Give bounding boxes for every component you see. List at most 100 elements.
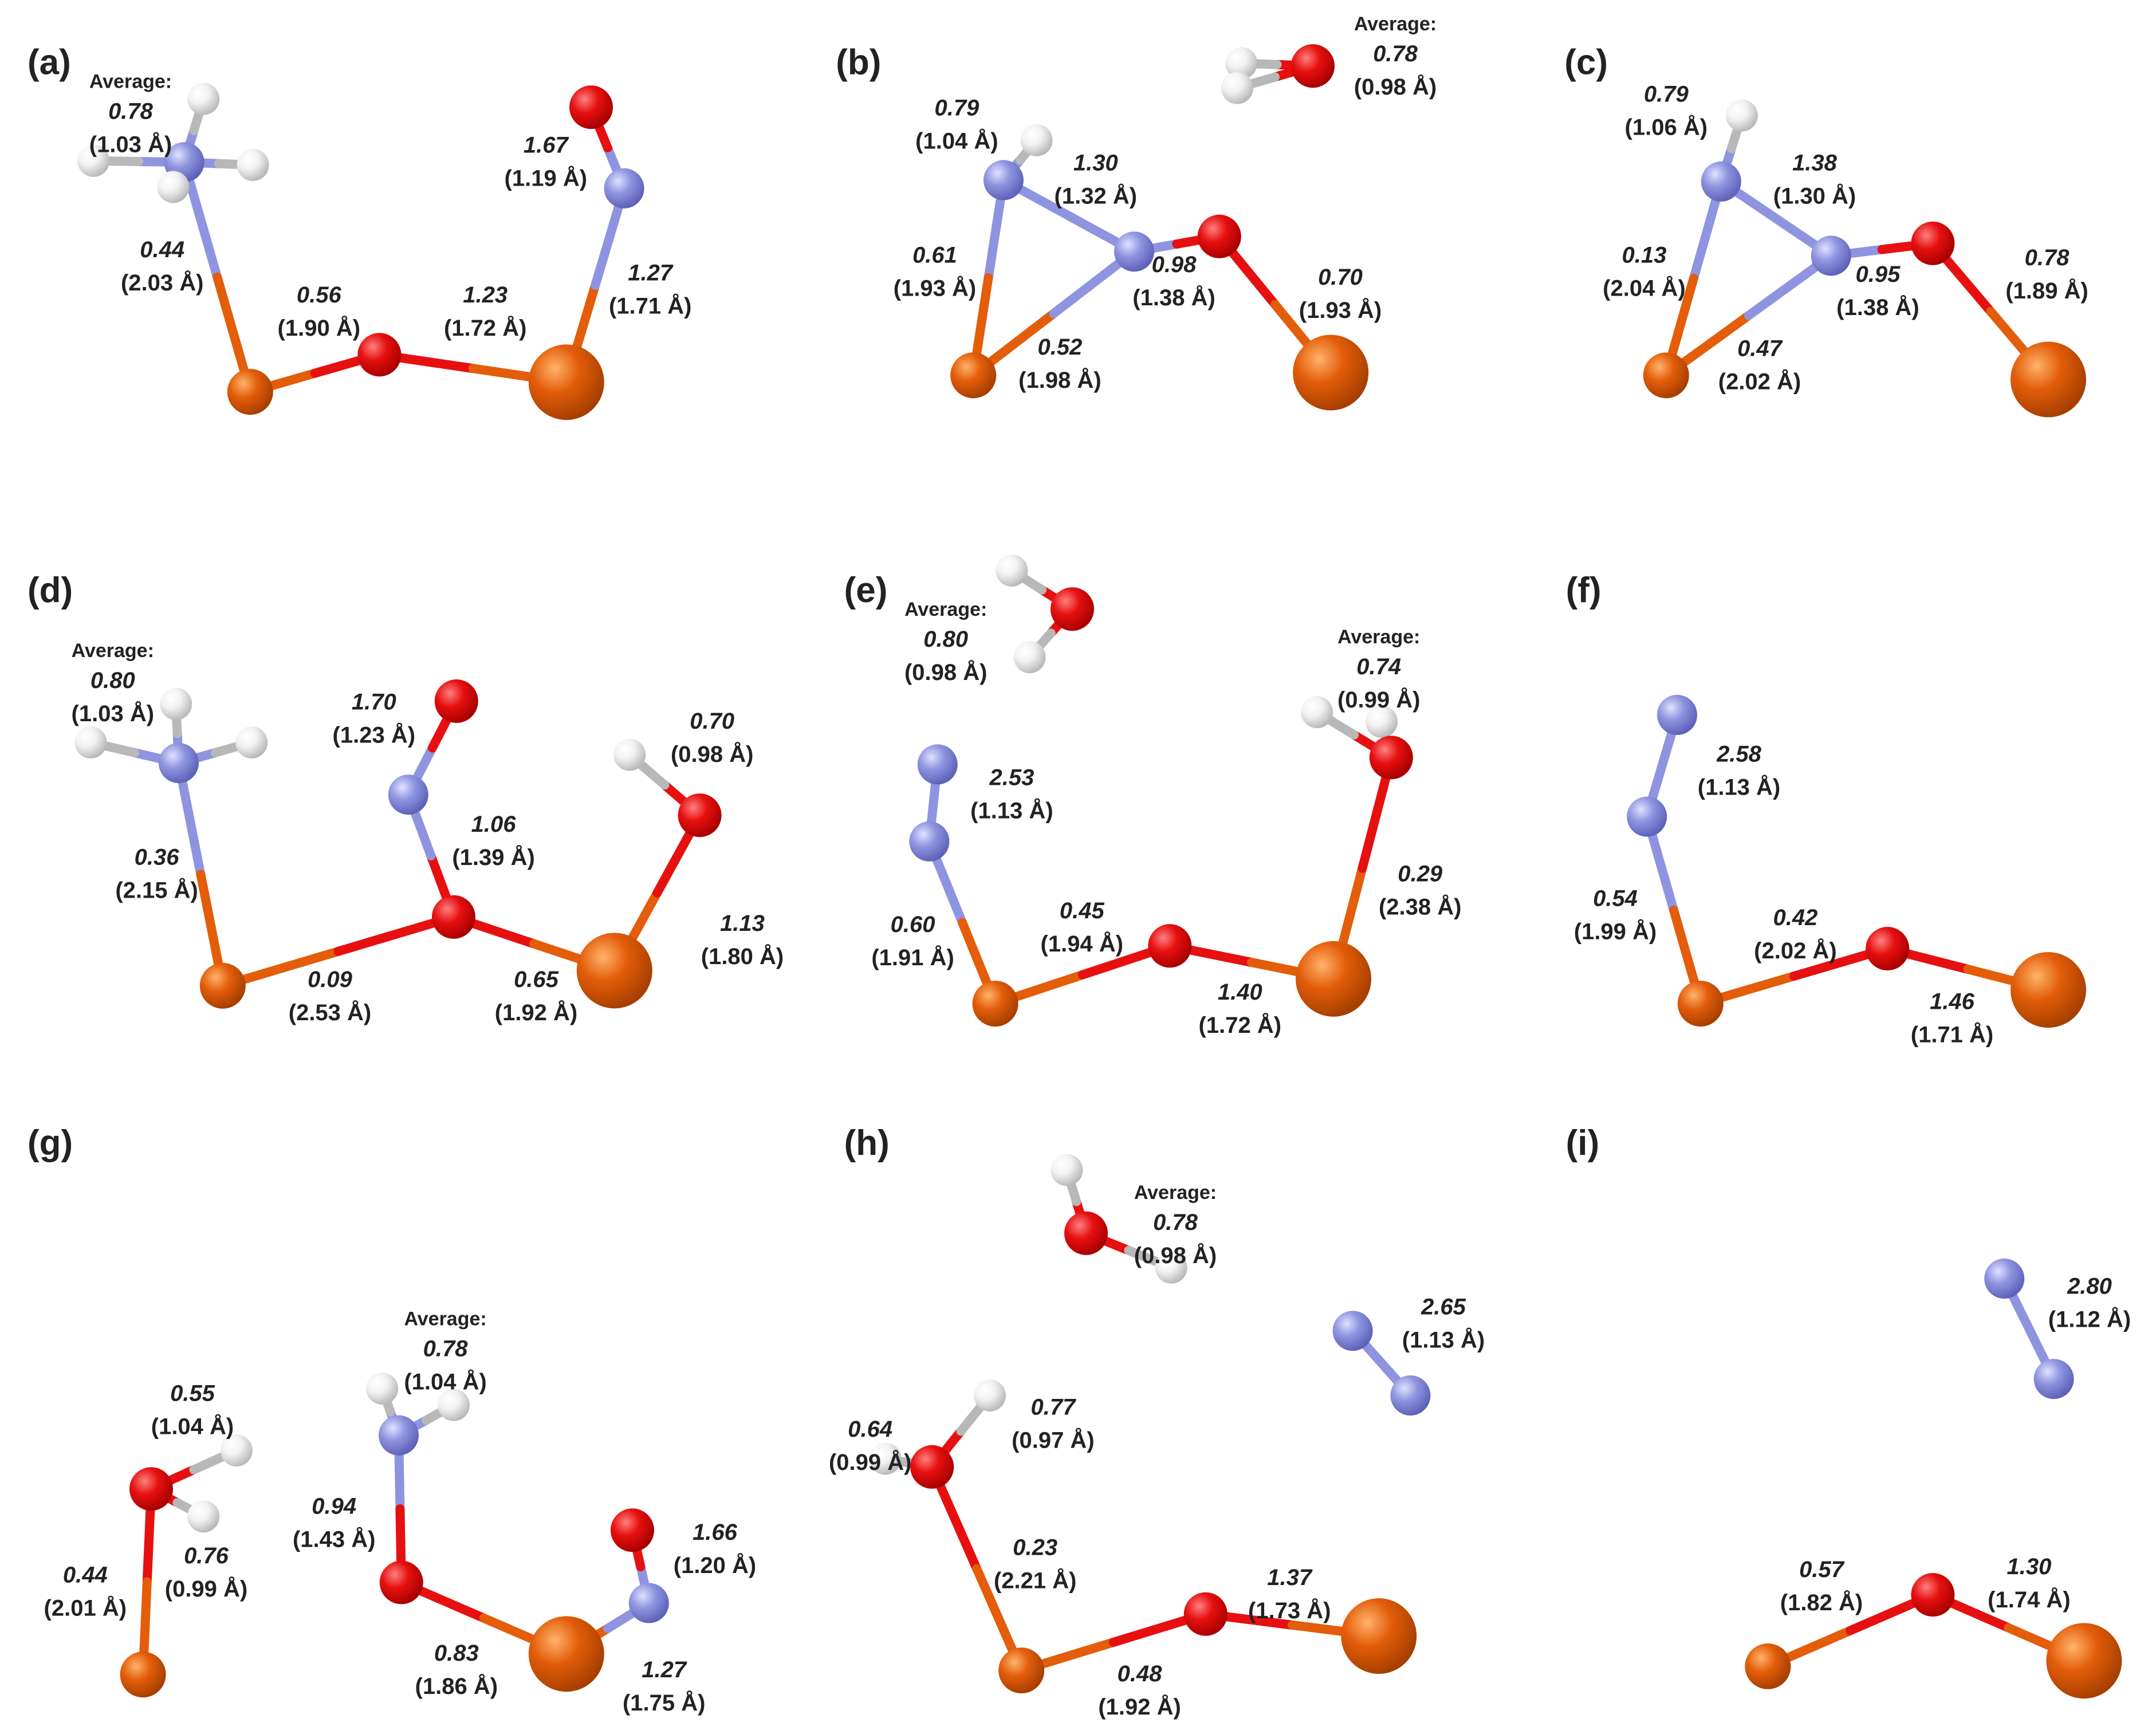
- nitrogen-atom-d-1: [159, 743, 199, 783]
- bond-order-value-e-0: 0.80: [923, 627, 968, 652]
- hydrogen-atom-c-1: [1725, 99, 1758, 132]
- bond-distance-value-f-1: (1.99 Å): [1574, 919, 1657, 945]
- bond-distance-value-i-1: (1.82 Å): [1780, 1590, 1863, 1615]
- bond-order-value-b-2: 1.30: [1073, 151, 1118, 176]
- hydrogen-atom-a-3: [237, 149, 269, 181]
- bond-distance-value-f-3: (1.71 Å): [1911, 1022, 1994, 1048]
- bond-order-value-d-3: 1.06: [471, 812, 517, 837]
- bond-distance-value-b-5: (1.93 Å): [1299, 297, 1382, 323]
- panel-label-a: (a): [27, 43, 71, 82]
- nitrogen-atom-i-0: [1984, 1259, 2025, 1299]
- bond-order-value-e-2: 2.53: [989, 765, 1034, 790]
- bond-order-value-g-1: 0.55: [170, 1381, 215, 1406]
- hydrogen-atom-d-9: [613, 738, 646, 771]
- atoms-layer: [74, 44, 2122, 1699]
- bond-distance-value-a-1: (2.03 Å): [121, 270, 204, 296]
- bond-distance-value-c-1: (1.30 Å): [1773, 183, 1856, 209]
- bond-order-value-c-4: 0.78: [2025, 245, 2070, 270]
- bond-distance-value-h-3: (0.97 Å): [1012, 1428, 1095, 1453]
- oxygen-atom-c-4: [1911, 221, 1955, 265]
- nitrogen-atom-h-4: [1390, 1375, 1431, 1416]
- bond-order-value-c-0: 0.79: [1644, 82, 1689, 107]
- hydrogen-atom-e-4: [1366, 706, 1398, 738]
- bond-order-value-e-1: 0.74: [1356, 654, 1401, 679]
- bond-distance-value-e-3: (2.38 Å): [1379, 894, 1462, 919]
- bond-distance-value-g-7: (1.75 Å): [623, 1690, 706, 1716]
- iron-atom-b-5: [950, 352, 997, 399]
- bond-order-value-h-0: 0.78: [1153, 1210, 1198, 1235]
- bond-distance-value-d-7: (1.92 Å): [495, 1000, 578, 1025]
- bond-order-value-g-5: 0.76: [184, 1543, 229, 1568]
- hydrogen-atom-g-4: [366, 1373, 399, 1405]
- bond-distance-value-h-0: (0.98 Å): [1134, 1243, 1217, 1268]
- hydrogen-atom-g-2: [187, 1500, 220, 1533]
- average-label-e-0: Average:: [904, 599, 987, 620]
- iron-atom-c-5: [2011, 341, 2086, 418]
- nitrogen-atom-b-3: [983, 160, 1024, 200]
- iron-atom-h-8: [998, 1648, 1045, 1693]
- nitrogen-atom-a-8: [604, 168, 644, 209]
- oxygen-atom-i-3: [1911, 1573, 1955, 1617]
- bond-order-value-e-6: 1.40: [1218, 980, 1262, 1005]
- iron-atom-d-4: [199, 962, 246, 1009]
- bond-distance-value-h-1: (1.13 Å): [1402, 1327, 1485, 1352]
- average-label-d-0: Average:: [72, 640, 154, 662]
- panel-label-e: (e): [844, 571, 888, 610]
- bond-distance-value-a-3: (1.72 Å): [444, 315, 527, 341]
- hydrogen-atom-b-0: [1225, 47, 1258, 80]
- bond-distance-value-d-2: (0.98 Å): [671, 741, 754, 767]
- bond-distance-value-h-5: (1.73 Å): [1248, 1598, 1331, 1623]
- bond-distance-value-b-6: (1.98 Å): [1018, 367, 1101, 393]
- panel-label-h: (h): [844, 1123, 890, 1163]
- hydrogen-atom-d-0: [74, 726, 107, 758]
- panel-label-g: (g): [27, 1123, 73, 1163]
- bond-order-value-b-3: 0.61: [912, 242, 957, 268]
- bond-distance-value-f-2: (2.02 Å): [1754, 938, 1837, 964]
- bond-order-value-c-3: 0.95: [1855, 262, 1901, 287]
- iron-atom-a-5: [227, 369, 273, 415]
- bond-distance-value-a-2: (1.90 Å): [278, 315, 361, 341]
- average-label-e-1: Average:: [1337, 626, 1420, 648]
- bond-distance-value-e-4: (1.94 Å): [1041, 931, 1124, 957]
- bond-distance-value-h-2: (0.99 Å): [829, 1449, 912, 1475]
- nitrogen-atom-c-3: [1811, 235, 1851, 276]
- bond-distance-value-c-3: (1.38 Å): [1836, 294, 1919, 320]
- bond-distance-value-f-0: (1.13 Å): [1698, 774, 1781, 800]
- oxygen-atom-b-7: [1197, 214, 1241, 258]
- nitrogen-atom-b-6: [1114, 231, 1154, 272]
- iron-atom-c-2: [1643, 352, 1689, 399]
- bond-distance-value-b-3: (1.93 Å): [894, 275, 977, 301]
- iron-atom-e-8: [972, 981, 1018, 1027]
- bond-order-value-d-6: 0.09: [308, 967, 353, 992]
- bond-distance-value-g-1: (1.04 Å): [151, 1414, 234, 1440]
- bond-order-value-f-1: 0.54: [1593, 886, 1638, 911]
- bond-distance-value-e-1: (0.99 Å): [1337, 687, 1421, 713]
- bond-order-value-b-6: 0.52: [1037, 335, 1082, 360]
- bond-distance-value-d-6: (2.53 Å): [289, 1000, 372, 1025]
- nitrogen-atom-g-9: [628, 1583, 669, 1623]
- bond-order-value-g-7: 1.27: [642, 1657, 687, 1682]
- bond-order-value-c-1: 1.38: [1792, 151, 1838, 176]
- bond-order-value-d-5: 1.13: [720, 911, 765, 936]
- oxygen-atom-e-9: [1148, 924, 1192, 968]
- iron-atom-d-10: [576, 933, 652, 1009]
- hydrogen-atom-d-2: [160, 687, 192, 720]
- bond-distance-value-e-5: (1.91 Å): [871, 945, 954, 970]
- bond-distance-value-d-5: (1.80 Å): [701, 943, 784, 969]
- bond-order-value-d-0: 0.80: [91, 668, 135, 693]
- bond-order-value-g-6: 0.83: [434, 1641, 479, 1666]
- average-label-h-0: Average:: [1134, 1182, 1217, 1204]
- bond-distance-value-d-4: (2.15 Å): [115, 878, 198, 903]
- bond-distance-value-e-6: (1.72 Å): [1199, 1012, 1282, 1038]
- oxygen-atom-b-2: [1291, 44, 1335, 88]
- iron-atom-b-8: [1293, 335, 1369, 411]
- average-label-g-0: Average:: [404, 1308, 486, 1330]
- hydrogen-atom-h-2: [1155, 1251, 1187, 1284]
- nitrogen-atom-f-1: [1627, 796, 1667, 837]
- oxygen-atom-h-9: [1183, 1592, 1227, 1636]
- bond-order-value-a-2: 0.56: [297, 282, 342, 308]
- oxygen-atom-e-1: [1051, 587, 1094, 631]
- bond-distance-value-e-0: (0.98 Å): [904, 659, 987, 685]
- hydrogen-atom-h-5: [974, 1379, 1006, 1411]
